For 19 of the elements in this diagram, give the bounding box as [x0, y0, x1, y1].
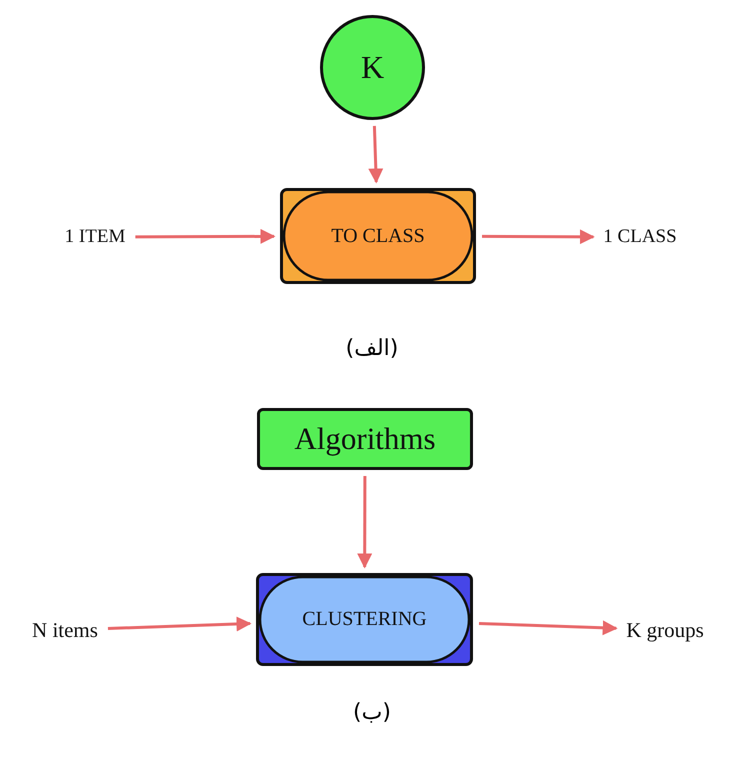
process-box: [280, 188, 476, 284]
arrow: [368, 126, 384, 184]
arrow: [108, 616, 252, 632]
arrow: [135, 228, 276, 244]
node-label: Algorithms: [294, 421, 436, 457]
input-label: N items: [32, 618, 98, 642]
process-box: [257, 408, 473, 470]
process-box: [256, 573, 473, 666]
arrow: [478, 620, 618, 636]
arrow: [482, 229, 595, 244]
input-label: K groups: [626, 618, 704, 642]
input-label: 1 ITEM: [64, 226, 126, 248]
arrow: [357, 476, 372, 568]
node-label: TO CLASS: [331, 224, 425, 248]
node-label: CLUSTERING: [302, 608, 427, 631]
node-label: K: [360, 49, 384, 86]
panel-caption: (ب): [353, 700, 391, 725]
input-label: 1 CLASS: [603, 226, 677, 248]
panel-caption: (الف): [346, 336, 398, 361]
